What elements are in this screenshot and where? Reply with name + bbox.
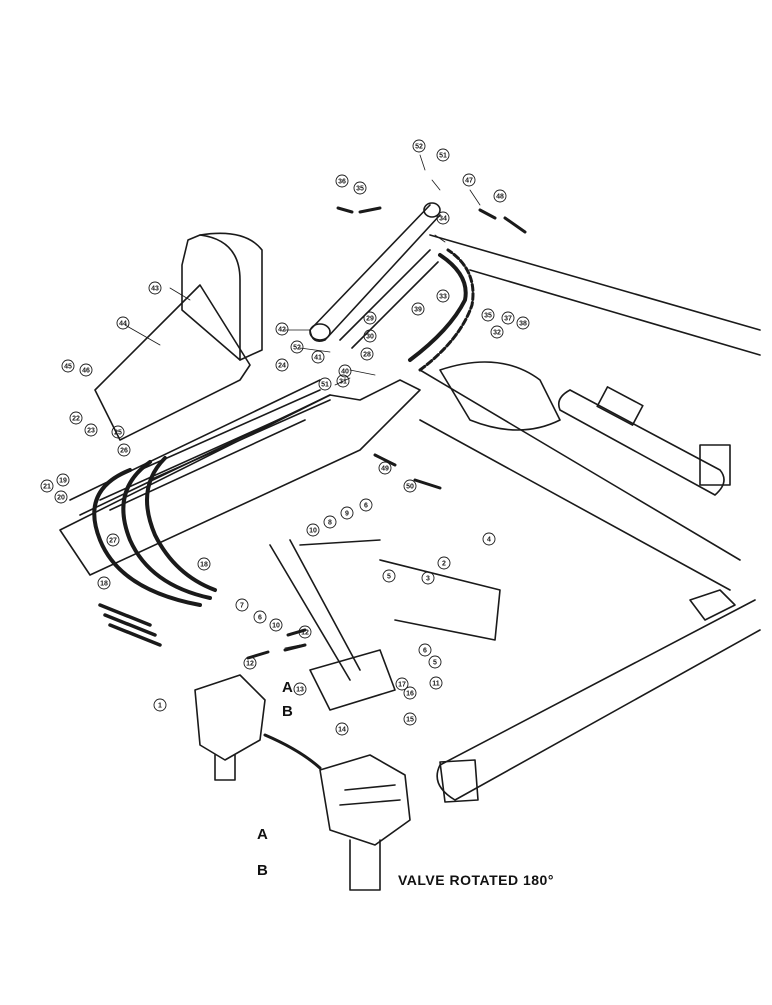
callout-number: 13: [296, 687, 304, 694]
callout-number: 51: [321, 382, 329, 389]
callout-number: 2: [442, 561, 446, 568]
callout-number: 7: [240, 603, 244, 610]
callout-number: 50: [406, 484, 414, 491]
callout-number: 6: [423, 648, 427, 655]
callout-number: 41: [314, 355, 322, 362]
valve-body-rotated: [319, 754, 411, 846]
hose-upper-2: [418, 248, 475, 372]
callout-number: 22: [72, 416, 80, 423]
callout-number: 1: [158, 703, 162, 710]
callout-number: 18: [100, 581, 108, 588]
callout-circles: [40, 139, 530, 736]
callout-number: 6: [364, 503, 368, 510]
callout-number: 38: [519, 321, 527, 328]
callout-number: 29: [366, 316, 374, 323]
frame-side-beam: [419, 369, 741, 591]
callout-number: 49: [381, 466, 389, 473]
bottom-beam-bracket: [689, 589, 736, 621]
callout-number: 27: [109, 538, 117, 545]
loader-arm: [59, 379, 421, 576]
callout-number: 16: [406, 691, 414, 698]
callout-number: 4: [487, 537, 491, 544]
callout-number: 11: [432, 681, 440, 688]
callout-number: 32: [493, 330, 501, 337]
callout-number: 15: [406, 717, 414, 724]
hose-lower-2: [121, 460, 212, 600]
callout-number: 9: [345, 511, 349, 518]
hose-lower-1: [92, 468, 202, 607]
callout-number: 26: [120, 448, 128, 455]
callout-number: 14: [338, 727, 346, 734]
callout-number: 52: [293, 345, 301, 352]
callout-number: 8: [328, 520, 332, 527]
callout-number: 23: [87, 428, 95, 435]
callout-number: 47: [465, 178, 473, 185]
callout-number: 17: [398, 682, 406, 689]
valve-body-1: [194, 674, 266, 761]
port-label-a-2: A: [257, 826, 268, 843]
callout-number: 35: [356, 186, 364, 193]
callout-number: 36: [338, 179, 346, 186]
callout-number: 5: [433, 660, 437, 667]
port-label-b-2: B: [257, 862, 268, 879]
callout-number: 6: [258, 615, 262, 622]
callout-number: 28: [363, 352, 371, 359]
port-label-b-1: B: [282, 703, 293, 720]
valve-rotated-caption: VALVE ROTATED 180°: [398, 872, 554, 888]
callout-number: 43: [151, 286, 159, 293]
callout-number: 45: [64, 364, 72, 371]
callout-number: 48: [496, 194, 504, 201]
right-cylinder: [557, 389, 725, 496]
frame-top-rail: [429, 234, 761, 356]
callout-number: 24: [278, 363, 286, 370]
callout-number: 5: [387, 574, 391, 581]
callout-number: 25: [114, 430, 122, 437]
callout-number: 3: [426, 576, 430, 583]
bottom-beam-end: [439, 759, 479, 803]
callout-number: 52: [415, 144, 423, 151]
guard-shroud: [181, 234, 241, 361]
callout-number: 34: [439, 216, 447, 223]
control-linkage: [269, 539, 381, 681]
guard-plate: [94, 284, 251, 441]
callout-number: 39: [414, 307, 422, 314]
callout-number: 19: [59, 478, 67, 485]
callout-number: 12: [301, 630, 309, 637]
callout-number: 12: [246, 661, 254, 668]
callout-number: 37: [504, 316, 512, 323]
callout-number: 33: [439, 294, 447, 301]
callout-number: 21: [43, 484, 51, 491]
callout-number: 44: [119, 321, 127, 328]
callout-number: 10: [272, 623, 280, 630]
callout-number: 46: [82, 368, 90, 375]
hose-lower-3: [145, 456, 217, 592]
callout-number: 40: [341, 369, 349, 376]
callout-number: 35: [484, 313, 492, 320]
callout-number: 42: [278, 327, 286, 334]
frame-cross-beam: [439, 361, 561, 431]
port-label-a-1: A: [282, 679, 293, 696]
bottom-beam: [436, 599, 761, 801]
callout-number: 20: [57, 495, 65, 502]
callout-number: 10: [309, 528, 317, 535]
hose-upper: [408, 253, 468, 362]
callout-number: 31: [339, 379, 347, 386]
callout-number: 51: [439, 153, 447, 160]
callout-number: 18: [200, 562, 208, 569]
callout-number: 30: [366, 334, 374, 341]
